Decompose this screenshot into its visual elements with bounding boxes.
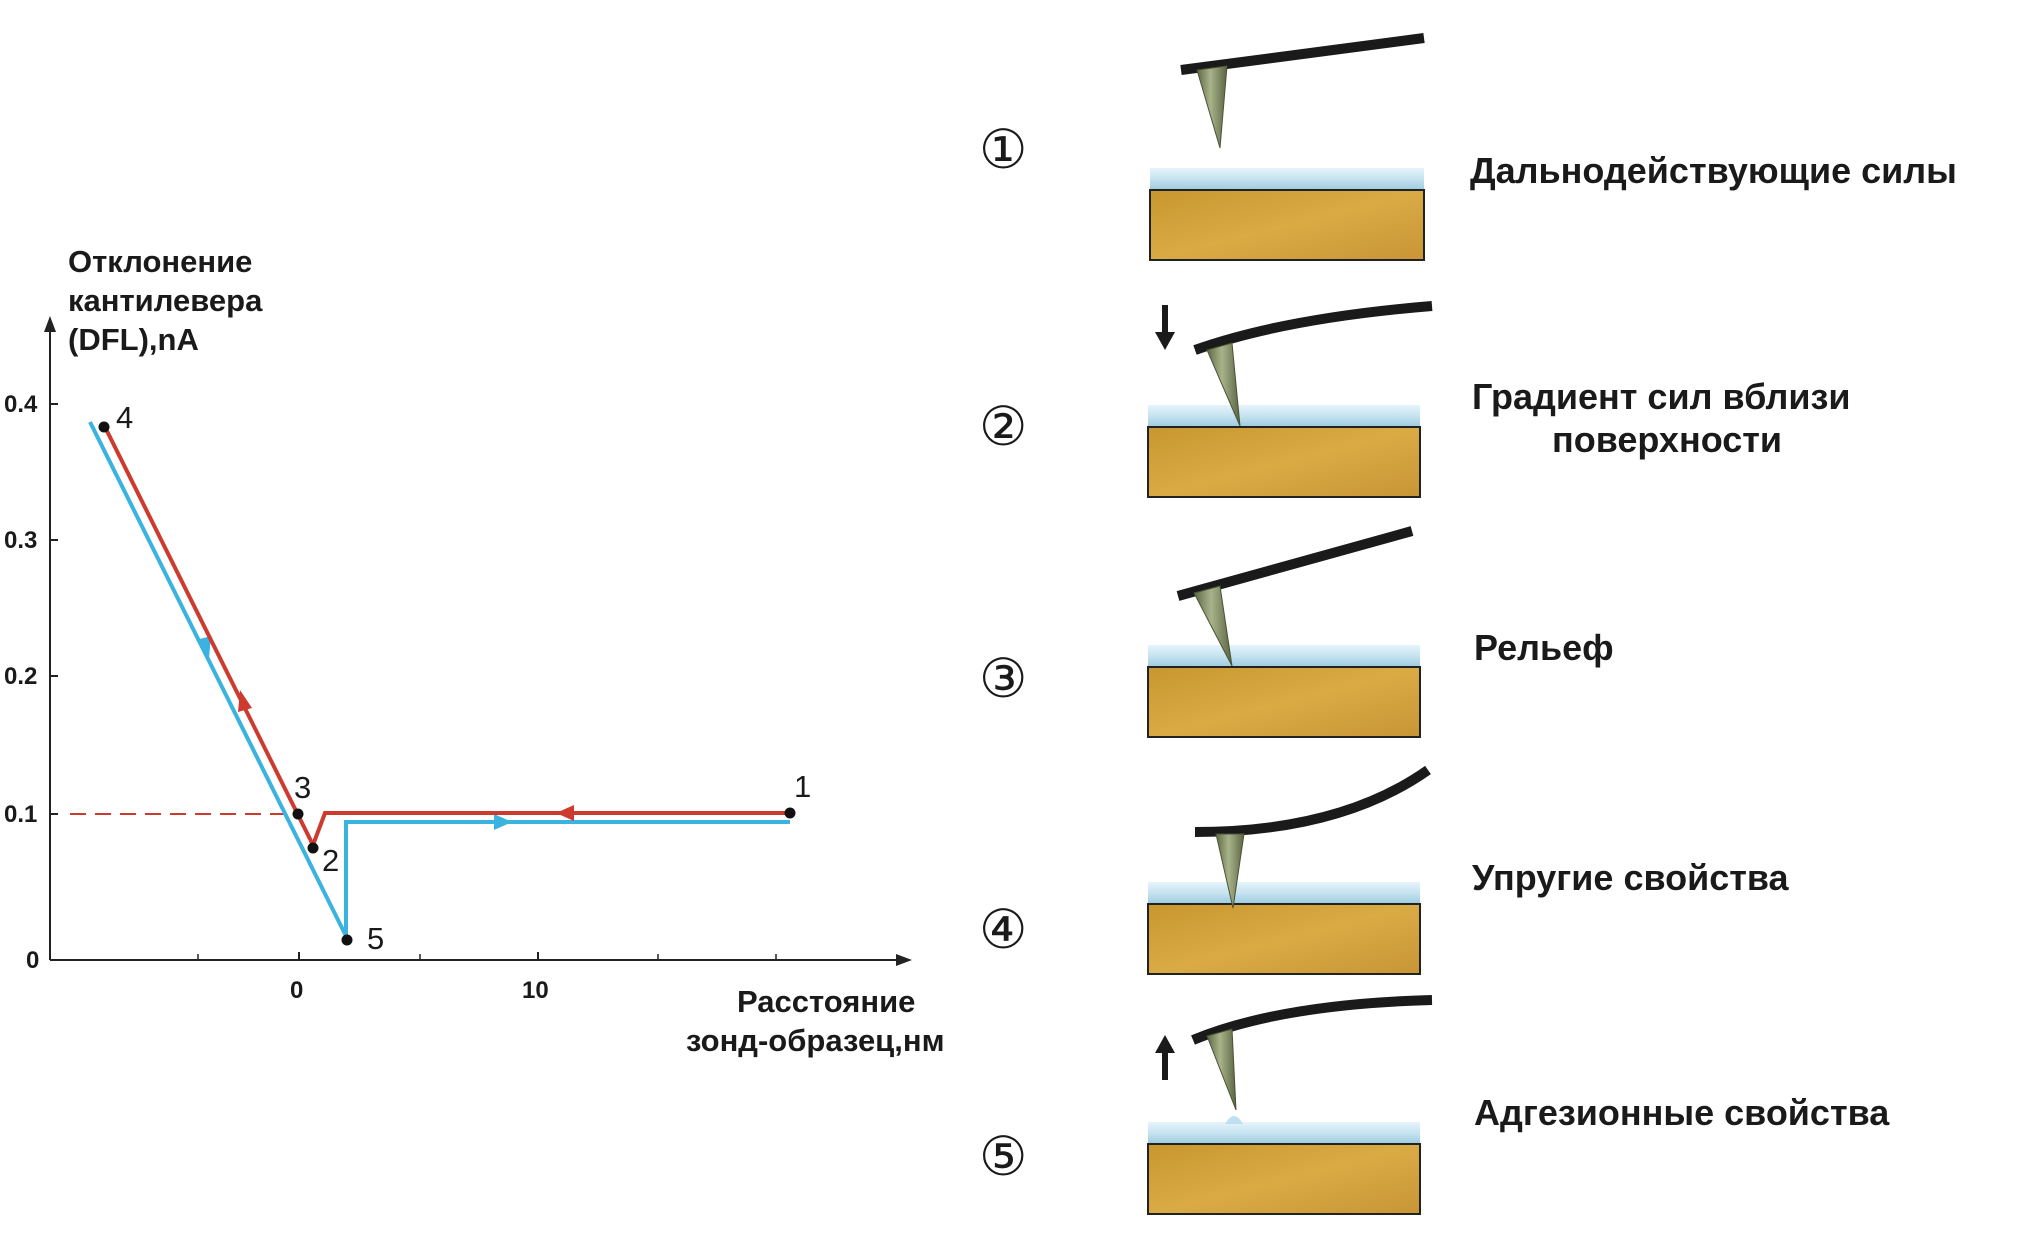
- arrow-up-icon-head: [1155, 1035, 1175, 1053]
- approach-curve: [88, 421, 790, 937]
- water-layer: [1148, 1122, 1420, 1144]
- point-label-1: 1: [794, 769, 811, 804]
- arrow-down-icon-head: [1155, 332, 1175, 350]
- y-tick-label: 0.3: [4, 527, 37, 554]
- stage-number-1: ①: [979, 120, 1027, 180]
- water-layer: [1150, 168, 1424, 190]
- stage-number-3: ③: [979, 649, 1027, 709]
- retract-curve: [102, 424, 790, 851]
- y-axis-arrowhead: [44, 316, 56, 332]
- curve-point-2: [307, 842, 319, 854]
- water-layer: [1148, 882, 1420, 904]
- stage-5: ⑤ Адгезионные свойства: [979, 995, 1890, 1215]
- stage-label-4: Упругие свойства: [1472, 857, 1790, 898]
- stage-1: ① Дальнодействующие силы: [979, 33, 1957, 261]
- curve-point-1: [784, 807, 796, 819]
- probe-tip: [1215, 833, 1245, 909]
- point-label-4: 4: [116, 400, 133, 435]
- stage-number-5: ⑤: [979, 1127, 1027, 1187]
- probe-tip: [1196, 65, 1228, 149]
- y-tick-label: 0: [26, 947, 39, 974]
- y-tick-label: 0.1: [4, 801, 37, 828]
- substrate-block: [1147, 903, 1421, 975]
- retract-direction-arrow: [238, 690, 252, 712]
- up-arrow: [1155, 1035, 1175, 1080]
- stage-label-2-line-2: поверхности: [1552, 419, 1782, 460]
- stage-label-3: Рельеф: [1474, 627, 1614, 668]
- y-axis-label-line-2: кантилевера: [68, 283, 263, 318]
- curve-point-5: [341, 934, 353, 946]
- substrate-block: [1147, 666, 1421, 738]
- stage-label-5: Адгезионные свойства: [1474, 1092, 1890, 1133]
- stage-4: ④ Упругие свойства: [979, 765, 1790, 975]
- retract-direction-arrow: [556, 805, 574, 821]
- point-label-5: 5: [367, 921, 384, 956]
- probe-tip: [1206, 342, 1241, 427]
- x-axis-arrowhead: [896, 954, 912, 966]
- y-tick-label: 0.2: [4, 663, 37, 690]
- water-meniscus: [1225, 1116, 1243, 1124]
- point-label-2: 2: [322, 843, 339, 878]
- approach-direction-arrow: [196, 636, 211, 658]
- cantilever: [1191, 995, 1433, 1045]
- sample-substrate: [1149, 168, 1425, 261]
- stage-2: ② Градиент сил вблизи поверхности: [979, 301, 1850, 498]
- sample-substrate: [1147, 405, 1421, 498]
- stage-number-2: ②: [979, 397, 1027, 457]
- sample-substrate: [1147, 1116, 1421, 1215]
- x-tick-label: 10: [522, 977, 549, 1004]
- substrate-block: [1147, 426, 1421, 498]
- substrate-block: [1149, 189, 1425, 261]
- stage-label-2-line-1: Градиент сил вблизи: [1472, 376, 1850, 417]
- cantilever: [1193, 301, 1433, 355]
- approach-direction-arrow: [494, 814, 512, 830]
- y-tick-label: 0.4: [4, 391, 38, 418]
- y-axis-label-line-3: (DFL),nA: [68, 322, 199, 357]
- x-tick-label: 0: [290, 977, 303, 1004]
- cantilever: [1180, 33, 1425, 75]
- probe-tip: [1193, 585, 1233, 667]
- curve-point-4: [98, 421, 110, 433]
- water-layer: [1148, 405, 1420, 427]
- y-axis-label-line-1: Отклонение: [68, 244, 252, 279]
- down-arrow: [1155, 305, 1175, 350]
- sample-substrate: [1147, 882, 1421, 975]
- x-axis-label-line-1: Расстояние: [737, 984, 915, 1019]
- water-layer: [1148, 645, 1420, 667]
- probe-tip: [1206, 1028, 1237, 1111]
- x-axis-label-line-2: зонд-образец,нм: [686, 1023, 945, 1058]
- stage-label-1: Дальнодействующие силы: [1470, 150, 1957, 191]
- curve-point-3: [292, 808, 304, 820]
- stage-3: ③ Рельеф: [979, 526, 1614, 738]
- point-label-3: 3: [294, 770, 311, 805]
- cantilever: [1194, 765, 1431, 837]
- stage-number-4: ④: [979, 900, 1027, 960]
- cantilever: [1176, 526, 1414, 601]
- force-curve-graph: Отклонение кантилевера (DFL),nA 0.4 0.3 …: [4, 244, 945, 1058]
- substrate-block: [1147, 1143, 1421, 1215]
- sample-substrate: [1147, 645, 1421, 738]
